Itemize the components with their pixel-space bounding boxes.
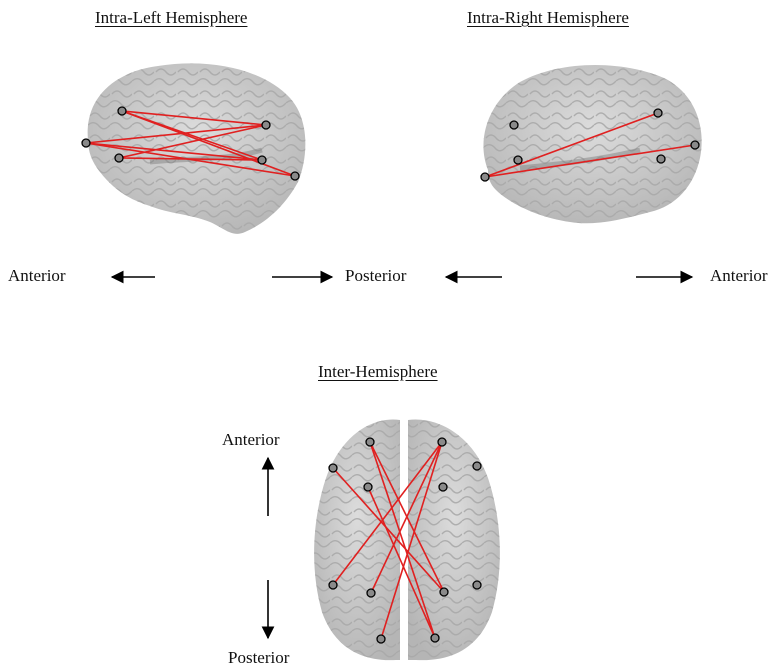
electrode-node xyxy=(367,589,375,597)
electrode-node xyxy=(691,141,699,149)
electrode-node xyxy=(291,172,299,180)
electrode-node xyxy=(258,156,266,164)
electrode-node xyxy=(431,634,439,642)
electrode-node xyxy=(118,107,126,115)
electrode-node xyxy=(654,109,662,117)
electrode-node xyxy=(82,139,90,147)
electrode-node xyxy=(115,154,123,162)
electrode-node xyxy=(364,483,372,491)
electrode-node xyxy=(473,462,481,470)
electrode-node xyxy=(481,173,489,181)
electrode-node xyxy=(473,581,481,589)
electrode-node xyxy=(510,121,518,129)
electrode-node xyxy=(514,156,522,164)
right-hemisphere-brain xyxy=(483,65,701,223)
top-view-brain xyxy=(314,420,500,661)
electrode-node xyxy=(377,635,385,643)
electrode-node xyxy=(262,121,270,129)
electrode-node xyxy=(329,581,337,589)
electrode-node xyxy=(440,588,448,596)
electrode-node xyxy=(438,438,446,446)
electrode-node xyxy=(329,464,337,472)
electrode-node xyxy=(439,483,447,491)
electrode-node xyxy=(366,438,374,446)
electrode-node xyxy=(657,155,665,163)
